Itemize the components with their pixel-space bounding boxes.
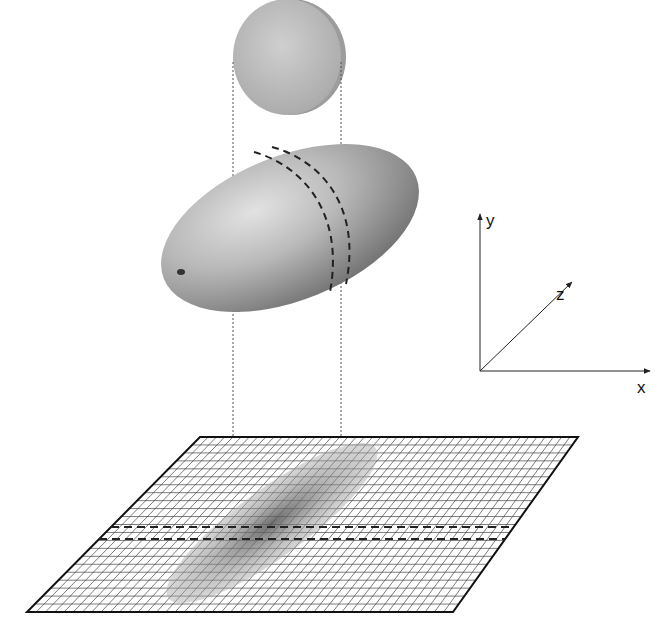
disc — [233, 0, 346, 115]
axes — [480, 214, 650, 371]
axis-label: y — [486, 212, 495, 229]
slice-line — [99, 527, 514, 539]
axis-label: z — [556, 286, 565, 303]
grid-plane — [27, 420, 578, 619]
projection-shadow — [148, 420, 395, 619]
ellipsoid — [137, 110, 443, 345]
axis-label: x — [637, 379, 646, 396]
